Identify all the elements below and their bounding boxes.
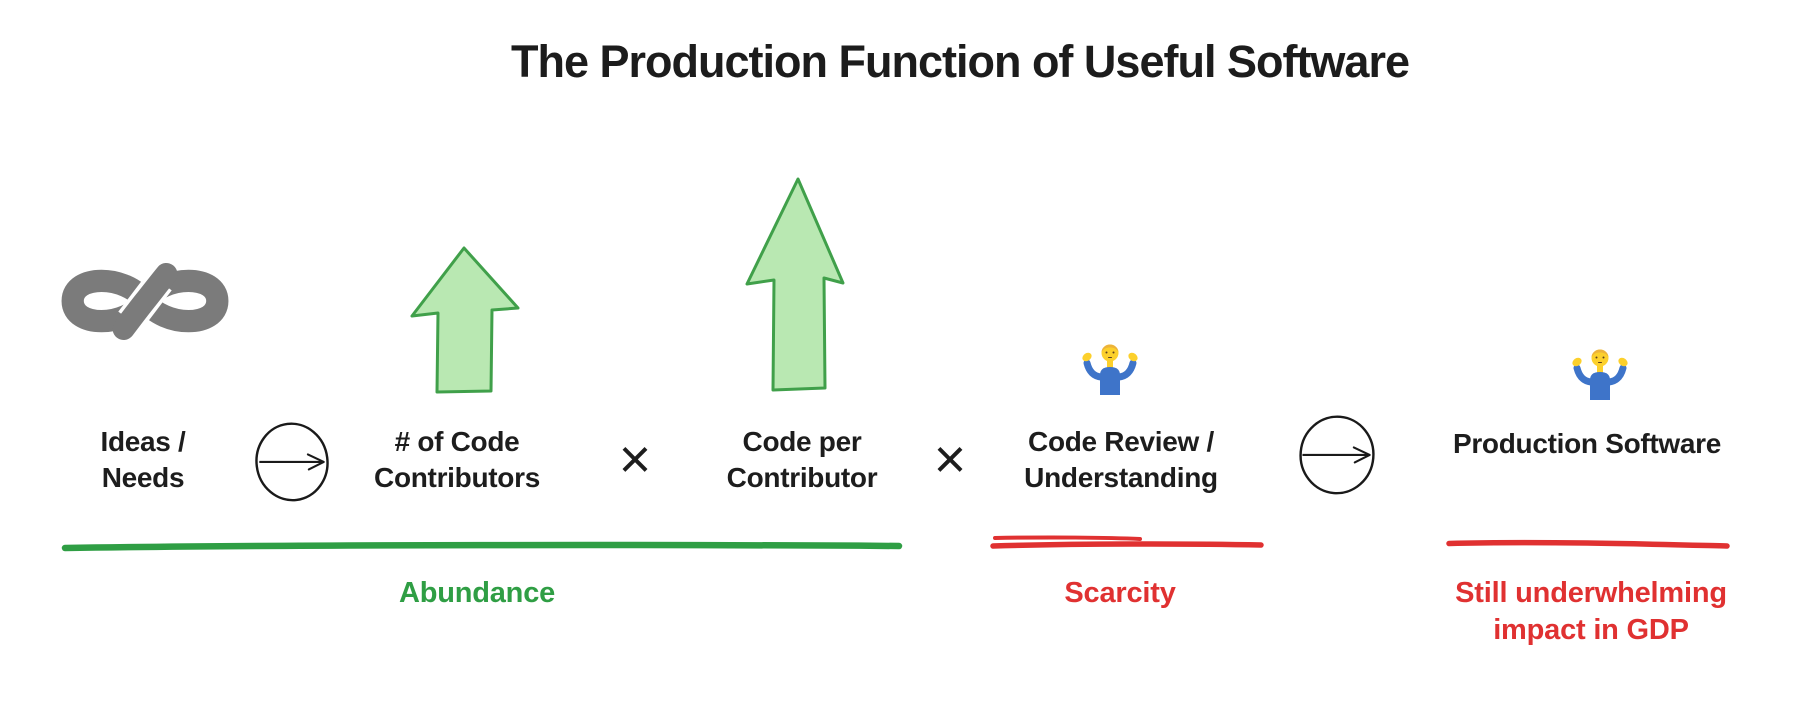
circle-right-arrow-icon	[255, 422, 329, 502]
scarcity-underline	[990, 535, 1264, 549]
infinity-icon	[61, 262, 229, 340]
stage-label-line: # of Code	[394, 426, 520, 457]
stage-label-production-software: Production Software	[1453, 426, 1721, 462]
stage-label-line: Contributors	[374, 461, 540, 493]
circle-right-arrow-icon	[1299, 415, 1375, 495]
annotation-abundance: Abundance	[398, 577, 556, 609]
stage-label-line: Ideas /	[100, 426, 186, 457]
stage-label-ideas: Ideas / Needs	[100, 424, 185, 496]
up-arrow-small-icon	[410, 246, 520, 394]
stage-label-line: Code Review /	[1028, 426, 1214, 457]
stage-label-line: Contributor	[726, 461, 878, 493]
stage-label-code-review: Code Review / Understanding	[1024, 424, 1218, 496]
stage-label-contributors: # of Code Contributors	[374, 424, 540, 496]
multiply-operator: ×	[618, 427, 652, 490]
gdp-underline	[1446, 539, 1730, 549]
annotation-gdp-line: Still underwhelming	[1455, 577, 1727, 609]
stage-label-line: Production Software	[1452, 428, 1722, 459]
page-title: The Production Function of Useful Softwa…	[511, 36, 1410, 87]
stage-label-line: Understanding	[1024, 461, 1218, 493]
person-shrugging-icon	[1082, 344, 1138, 395]
annotation-gdp: Still underwhelming impact in GDP	[1455, 575, 1727, 649]
annotation-gdp-line: impact in GDP	[1493, 614, 1689, 647]
abundance-underline	[61, 541, 903, 552]
multiply-operator: ×	[933, 427, 967, 490]
annotation-scarcity: Scarcity	[1064, 577, 1176, 609]
person-shrugging-icon	[1572, 349, 1628, 400]
stage-label-line: Needs	[101, 461, 185, 493]
up-arrow-large-icon	[745, 177, 845, 392]
stage-label-line: Code per	[742, 426, 862, 457]
stage-label-code-per-contributor: Code per Contributor	[727, 424, 878, 496]
